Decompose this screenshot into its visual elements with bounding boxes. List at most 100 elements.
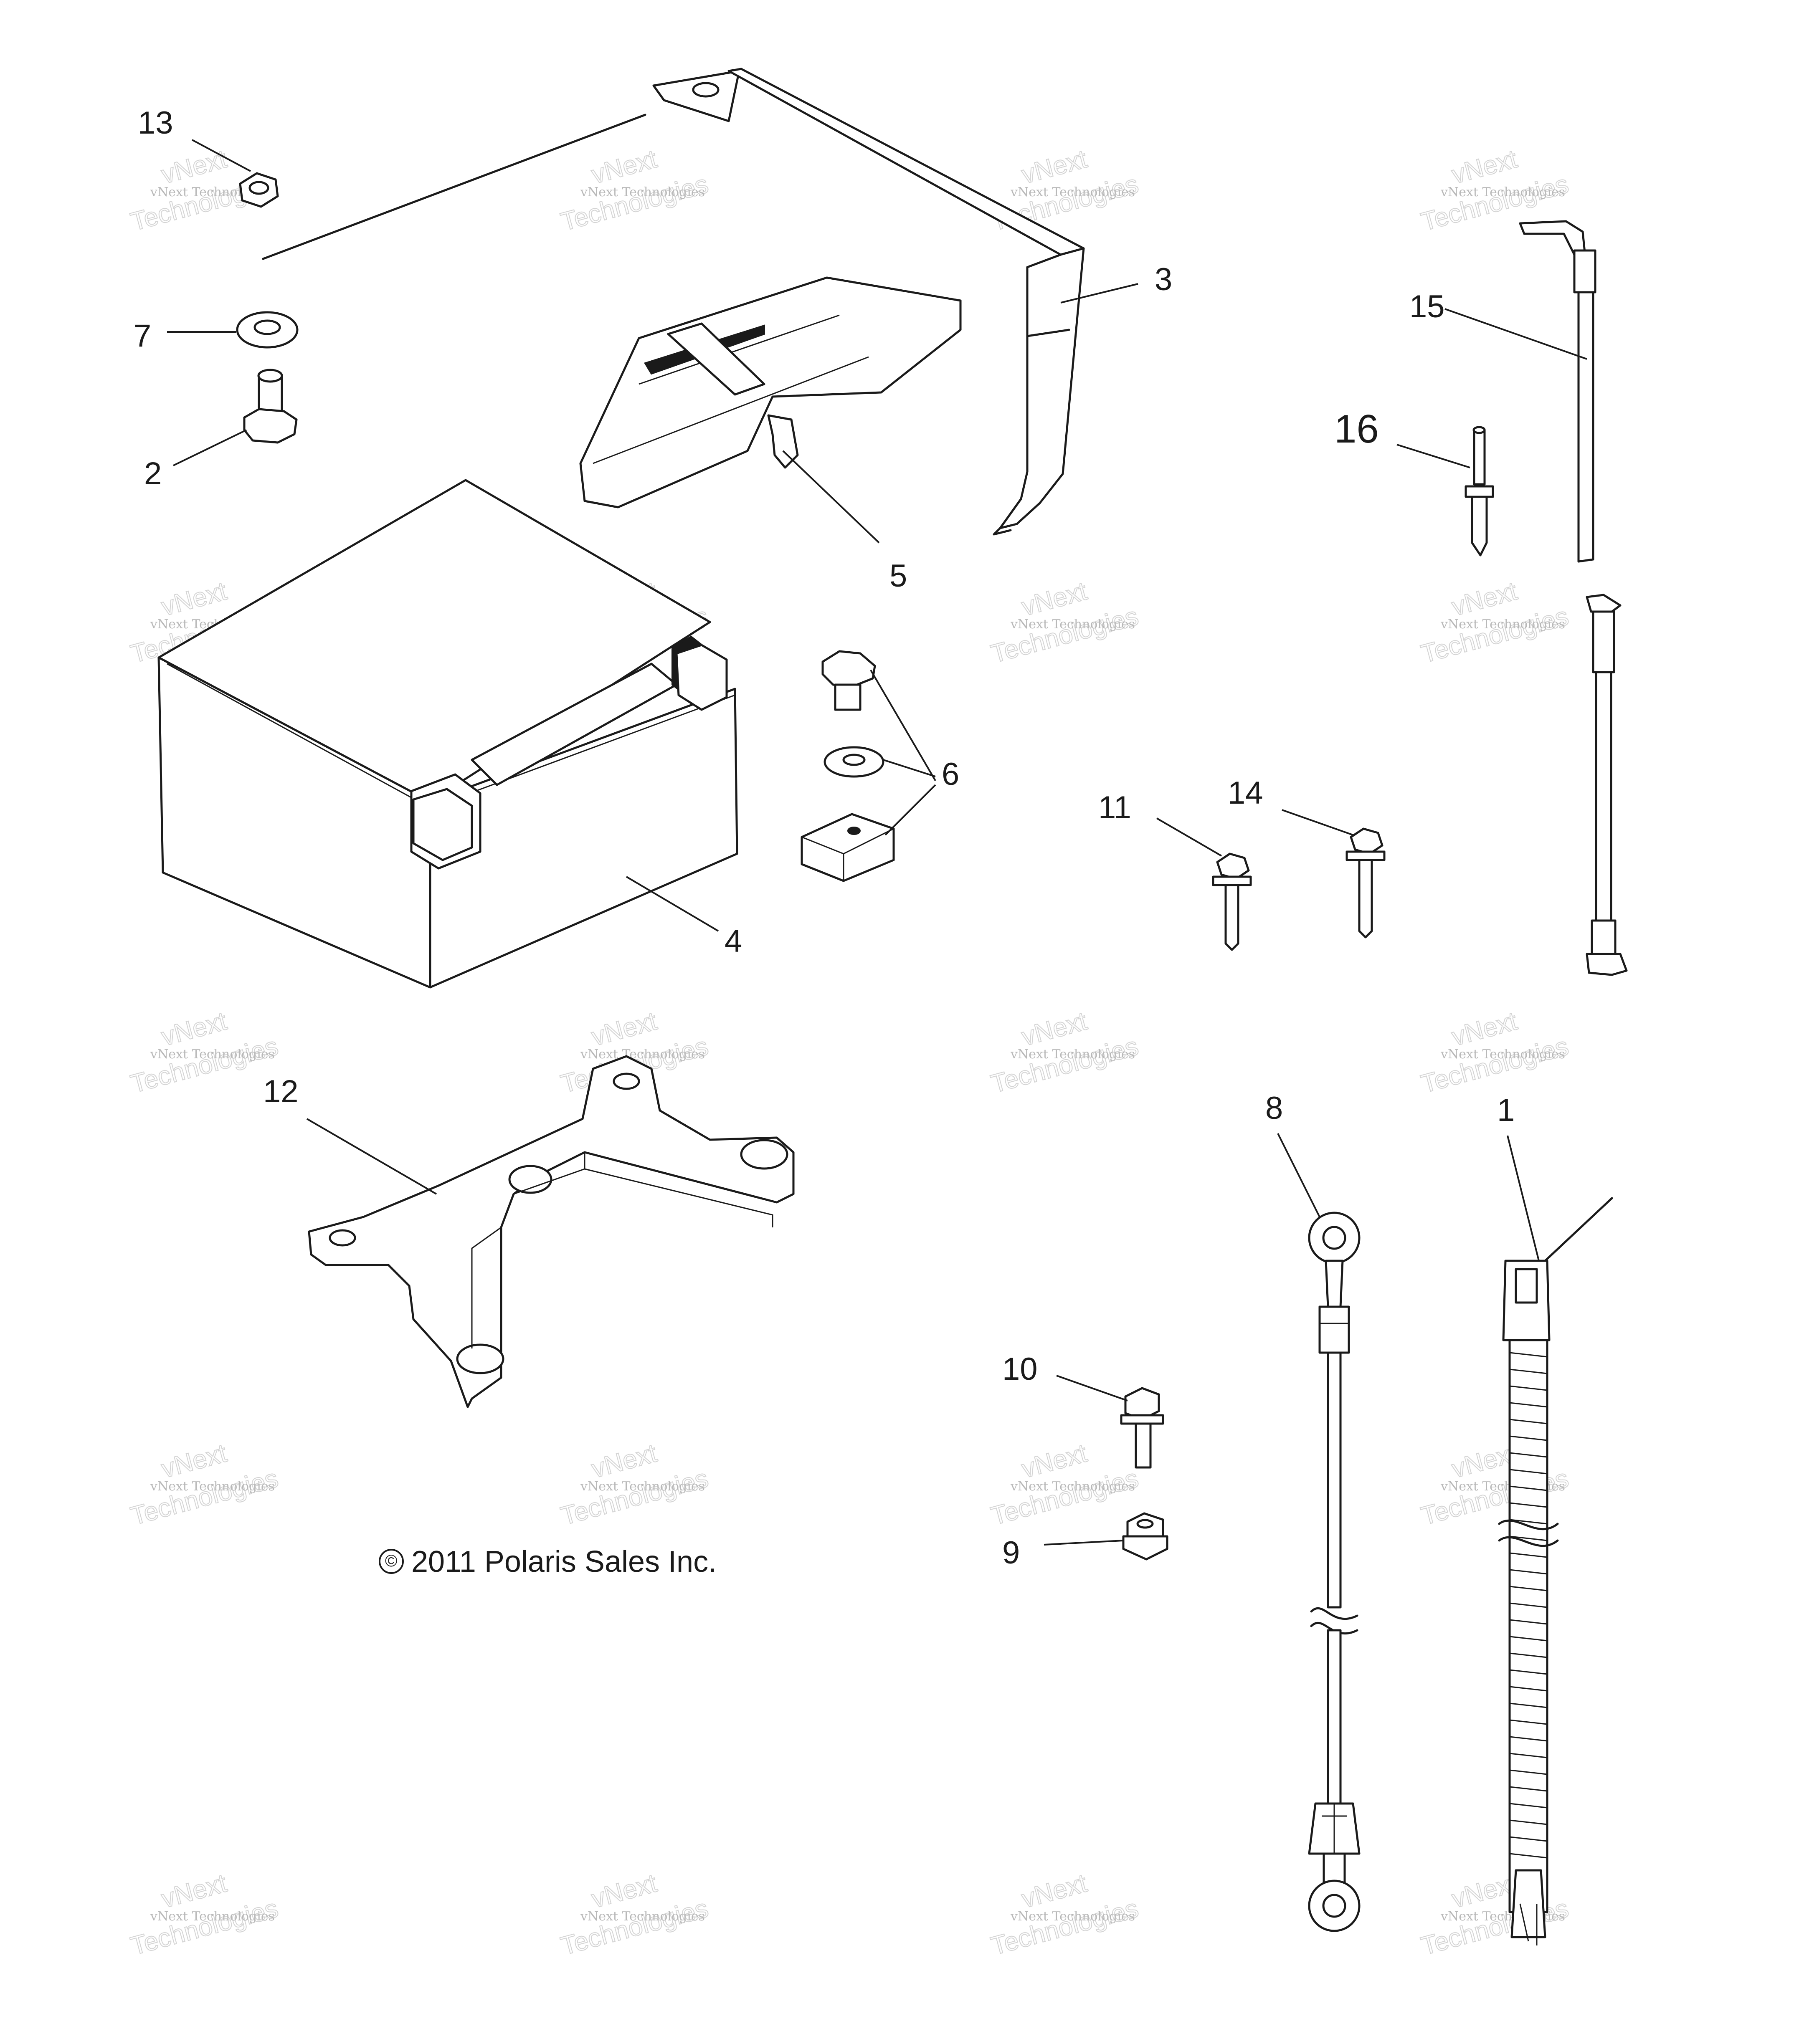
svg-text:vNext Technologies: vNext Technologies bbox=[150, 1047, 275, 1062]
bracket-ridge bbox=[639, 314, 840, 385]
watermark: vNext Technologies vNext Technologies bbox=[127, 1438, 281, 1531]
base-boss bbox=[740, 1139, 788, 1170]
watermark: vNext Technologies vNext Technologies bbox=[988, 1006, 1142, 1099]
battery-terminal-left-front bbox=[412, 788, 473, 861]
bracket-rib bbox=[667, 322, 765, 396]
watermark: vNext Technologies vNext Technologies bbox=[988, 1868, 1142, 1961]
base-plate bbox=[308, 1055, 795, 1408]
callout-10: 10 bbox=[1002, 1351, 1038, 1387]
leader-6 bbox=[884, 784, 936, 836]
leader-15 bbox=[1444, 308, 1587, 360]
callout-11: 11 bbox=[1098, 790, 1131, 825]
battery-terminal-right bbox=[675, 644, 728, 711]
svg-text:Technologies: Technologies bbox=[558, 1894, 711, 1961]
part-15-rod-lower bbox=[1586, 594, 1628, 976]
callout-7: 7 bbox=[134, 318, 151, 354]
svg-text:vNext: vNext bbox=[588, 1869, 660, 1914]
rod-end-sleeve bbox=[1591, 919, 1617, 955]
svg-text:vNext: vNext bbox=[158, 1439, 230, 1484]
part-10-bolt bbox=[1120, 1387, 1164, 1469]
callout-15: 15 bbox=[1409, 289, 1445, 324]
leader-6 bbox=[883, 759, 936, 777]
rod-collar bbox=[1573, 249, 1596, 293]
bracket-ridge bbox=[593, 356, 869, 464]
part-13-nut bbox=[239, 172, 279, 208]
strap-reference-line bbox=[262, 114, 646, 260]
part-7-washer bbox=[236, 311, 299, 349]
part-2-bolt bbox=[243, 369, 298, 444]
svg-text:Technologies: Technologies bbox=[988, 1894, 1141, 1961]
svg-text:vNext: vNext bbox=[1019, 1007, 1090, 1052]
base-hole bbox=[613, 1073, 640, 1090]
conduit-break bbox=[1498, 1536, 1559, 1547]
callout-2: 2 bbox=[144, 456, 162, 491]
harness-end bbox=[1510, 1869, 1546, 1938]
leader-3 bbox=[1060, 283, 1138, 304]
rod-end-tip bbox=[1586, 953, 1628, 976]
leader-14 bbox=[1282, 809, 1353, 836]
svg-text:vNext Technologies: vNext Technologies bbox=[1010, 1479, 1135, 1494]
leader-12 bbox=[306, 1118, 437, 1195]
part-5-battery-bracket bbox=[579, 276, 962, 508]
leader-10 bbox=[1056, 1375, 1128, 1401]
part-1-harness bbox=[1498, 1197, 1613, 1945]
svg-text:vNext: vNext bbox=[1019, 577, 1090, 622]
watermark: vNext Technologies vNext Technologies bbox=[127, 1006, 281, 1099]
svg-text:vNext: vNext bbox=[1019, 1439, 1090, 1484]
harness-tip-line bbox=[1544, 1197, 1613, 1262]
svg-text:Technologies: Technologies bbox=[1418, 1464, 1571, 1530]
rod-shaft bbox=[1595, 671, 1612, 922]
copyright-text: 2011 Polaris Sales Inc. bbox=[411, 1545, 717, 1579]
svg-text:vNext Technologies: vNext Technologies bbox=[580, 1479, 705, 1494]
svg-text:vNext Technologies: vNext Technologies bbox=[150, 1479, 275, 1494]
base-boss bbox=[456, 1343, 504, 1374]
svg-text:vNext Technologies: vNext Technologies bbox=[580, 1909, 705, 1924]
svg-text:Technologies: Technologies bbox=[988, 602, 1141, 668]
svg-text:Technologies: Technologies bbox=[1418, 1032, 1571, 1098]
leader-5 bbox=[782, 450, 880, 544]
strap-bend-line bbox=[1026, 329, 1070, 337]
leader-8 bbox=[1277, 1133, 1320, 1217]
svg-text:Technologies: Technologies bbox=[1418, 602, 1571, 668]
rod-shaft bbox=[1577, 291, 1594, 563]
callout-3: 3 bbox=[1155, 262, 1172, 297]
svg-text:vNext Technologies: vNext Technologies bbox=[1010, 1047, 1135, 1062]
svg-text:vNext Technologies: vNext Technologies bbox=[1440, 185, 1565, 200]
cable-break bbox=[1310, 1607, 1358, 1620]
cable-crimp-top bbox=[1318, 1305, 1350, 1354]
part-16-push-rivet bbox=[1465, 426, 1494, 557]
svg-text:vNext: vNext bbox=[158, 1869, 230, 1914]
watermark: vNext Technologies vNext Technologies bbox=[1418, 576, 1572, 669]
conduit-ribs bbox=[1509, 1352, 1548, 1859]
leader-11 bbox=[1156, 817, 1222, 857]
leader-13 bbox=[192, 139, 251, 172]
battery-side-face bbox=[429, 688, 738, 989]
leader-1 bbox=[1507, 1135, 1540, 1261]
watermark: vNext Technologies vNext Technologies bbox=[127, 1868, 281, 1961]
svg-text:vNext: vNext bbox=[158, 577, 230, 622]
watermark: vNext Technologies vNext Technologies bbox=[988, 1438, 1142, 1531]
rod-collar bbox=[1592, 610, 1615, 673]
callout-1: 1 bbox=[1497, 1093, 1515, 1128]
svg-text:vNext: vNext bbox=[158, 144, 230, 190]
svg-text:vNext: vNext bbox=[1019, 1869, 1090, 1914]
bracket-plate bbox=[579, 276, 962, 508]
part-15-rod-upper bbox=[1519, 220, 1596, 563]
part-6-bolt bbox=[821, 650, 876, 688]
strap-vertical-leg bbox=[999, 247, 1085, 529]
callout-4: 4 bbox=[725, 923, 742, 959]
svg-text:vNext: vNext bbox=[588, 1007, 660, 1052]
svg-text:vNext: vNext bbox=[158, 1007, 230, 1052]
svg-text:vNext: vNext bbox=[588, 1439, 660, 1484]
strap-foot bbox=[993, 527, 1012, 536]
leader-6 bbox=[870, 669, 936, 782]
svg-text:vNext: vNext bbox=[1019, 144, 1090, 190]
strap-top-tab bbox=[652, 70, 740, 122]
strap-tab-hole bbox=[692, 82, 720, 98]
conduit-break bbox=[1498, 1519, 1559, 1530]
svg-text:Technologies: Technologies bbox=[128, 1464, 281, 1530]
svg-text:vNext Technologies: vNext Technologies bbox=[580, 185, 705, 200]
watermark: vNext Technologies vNext Technologies bbox=[557, 1438, 712, 1531]
watermark: vNext Technologies vNext Technologies bbox=[988, 576, 1142, 669]
